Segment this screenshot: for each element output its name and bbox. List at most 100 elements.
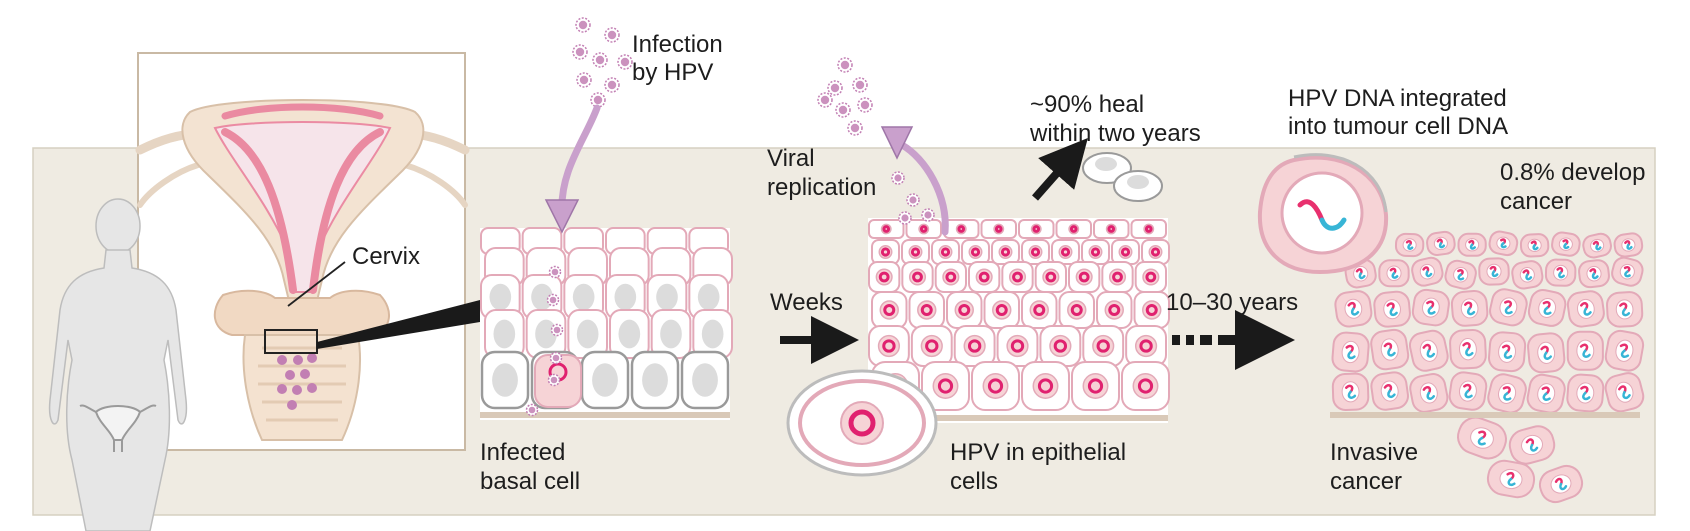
replication-arrow xyxy=(898,141,949,236)
cell-icon xyxy=(996,325,1039,367)
cell-icon xyxy=(968,261,1001,293)
uterus-icon xyxy=(135,99,470,441)
tumour-cell-icon xyxy=(1378,259,1410,288)
virus-particle-icon xyxy=(617,54,633,70)
cell-icon xyxy=(1058,291,1095,329)
tumour-cell-icon xyxy=(1457,416,1507,460)
tumour-cell-icon xyxy=(1527,332,1566,374)
cell-icon xyxy=(688,274,729,320)
virus-particle-icon xyxy=(835,102,851,118)
healed-cells xyxy=(1082,152,1163,202)
cell-icon xyxy=(1125,325,1167,367)
cell-icon xyxy=(1130,219,1167,239)
virus-particle-icon xyxy=(547,373,561,387)
basal-cell-icon xyxy=(580,350,630,410)
tumour-cell-icon xyxy=(1488,230,1519,257)
tumour-cell-icon xyxy=(1551,231,1581,257)
basal-cell-icon xyxy=(630,350,680,410)
virus-particle-icon xyxy=(546,293,560,307)
cervix-leader-line xyxy=(287,261,346,307)
cell-icon xyxy=(1134,261,1167,293)
uterus-small-icon xyxy=(79,404,157,452)
infection-arrow xyxy=(558,104,601,216)
cell-icon xyxy=(1081,239,1110,265)
tumour-cell-icon xyxy=(1566,290,1605,328)
cell-icon xyxy=(1021,291,1058,329)
cell-icon xyxy=(1039,325,1082,367)
virus-particle-icon xyxy=(891,171,905,185)
weeks-label: Weeks xyxy=(770,289,843,316)
cell-icon xyxy=(980,219,1017,239)
cell-icon xyxy=(943,219,980,239)
cell-icon xyxy=(953,325,996,367)
virus-particle-icon xyxy=(837,57,853,73)
tumour-cell-icon xyxy=(1578,259,1610,289)
cell-icon xyxy=(983,291,1020,329)
tumour-cell-icon xyxy=(1489,288,1528,327)
cell-icon xyxy=(1082,325,1125,367)
virus-particle-icon xyxy=(592,52,608,68)
tumour-cell-icon xyxy=(1334,290,1373,328)
tumour-cell-icon xyxy=(1370,328,1410,371)
tumour-cell-icon xyxy=(1373,290,1411,328)
tumour-cell-icon xyxy=(1486,459,1536,499)
infection-arrow-head xyxy=(544,199,580,234)
years-label: 10–30 years xyxy=(1166,289,1298,316)
tumour-cell-icon xyxy=(1566,373,1605,413)
virus-particle-icon xyxy=(550,323,564,337)
tumour-cell-icon xyxy=(1488,331,1527,373)
cell-icon xyxy=(1141,239,1170,265)
basal-cell-icon xyxy=(680,350,730,410)
cell-icon xyxy=(931,239,960,265)
zoom-box xyxy=(264,329,318,354)
years-arrow xyxy=(1172,310,1295,370)
tumour-cell-icon xyxy=(1370,371,1409,411)
cell-icon xyxy=(563,274,604,320)
tissue-invasive-cancer xyxy=(1330,230,1645,504)
heal-arrow xyxy=(1031,137,1088,201)
cell-icon xyxy=(1021,361,1070,411)
hpv-episome-icon xyxy=(848,409,876,437)
cell-icon xyxy=(868,219,905,239)
virus-particle-icon xyxy=(548,265,562,279)
tumour-cell-icon xyxy=(1331,331,1370,373)
dna-strand-icon xyxy=(1297,199,1347,231)
female-silhouette-icon xyxy=(48,198,188,531)
cell-icon xyxy=(868,261,901,293)
tumour-cell-icon xyxy=(1538,464,1584,504)
virus-particle-icon xyxy=(575,17,591,33)
basal-cell-icon xyxy=(480,350,530,410)
cell-icon xyxy=(1101,261,1134,293)
virus-particle-icon xyxy=(572,44,588,60)
cell-icon xyxy=(646,274,688,320)
cell-icon xyxy=(961,239,990,265)
cell-icon xyxy=(871,291,908,329)
cell-icon xyxy=(1121,361,1170,411)
cell-icon xyxy=(901,239,930,265)
virus-particle-icon xyxy=(604,27,620,43)
tumour-cell-icon xyxy=(1604,329,1645,372)
cell-icon xyxy=(1133,291,1170,329)
virus-particle-icon xyxy=(921,208,935,222)
tumour-cell-icon xyxy=(1449,328,1487,370)
tumour-cell-icon xyxy=(1527,289,1567,327)
virus-particle-icon xyxy=(827,80,843,96)
cell-icon xyxy=(946,291,983,329)
cell-icon xyxy=(901,261,934,293)
tumour-cell-icon xyxy=(1544,258,1577,287)
cell-icon xyxy=(1111,239,1140,265)
uterus-panel xyxy=(135,52,470,451)
tumour-cell-icon xyxy=(1611,256,1644,287)
cell-icon xyxy=(1001,261,1034,293)
tissue-infected-basal xyxy=(480,227,733,420)
tumour-cell-icon xyxy=(1411,288,1450,327)
tumour-cell-icon xyxy=(1604,372,1645,413)
tumour-cell-icon xyxy=(1450,290,1489,327)
tumour-cell-icon xyxy=(1582,232,1612,259)
virus-particle-icon xyxy=(847,120,863,136)
cell-icon xyxy=(934,261,968,293)
tumour-cell-icon xyxy=(1411,256,1444,287)
